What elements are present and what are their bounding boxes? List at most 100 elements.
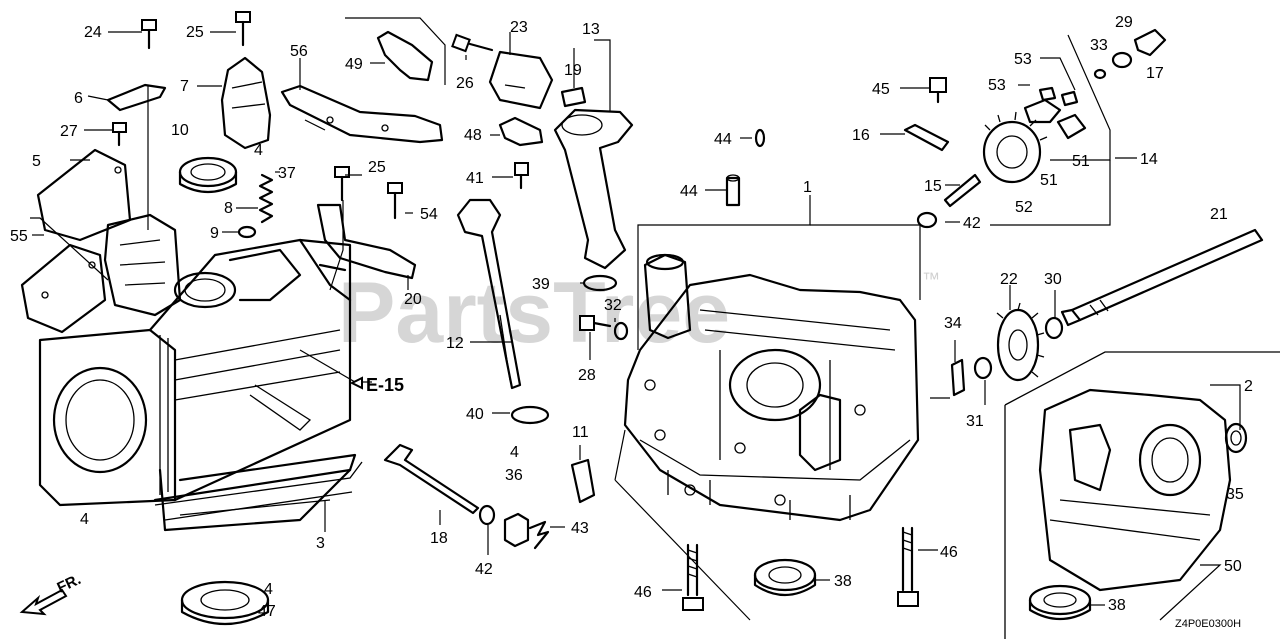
callout-34: 34: [944, 315, 962, 332]
washer-9[interactable]: [237, 225, 257, 239]
bushing-43[interactable]: [503, 512, 550, 550]
pin-19[interactable]: [560, 86, 587, 108]
bracket-23[interactable]: [488, 50, 554, 110]
breather-assembly[interactable]: [103, 213, 182, 317]
callout-4-c: 4: [80, 511, 89, 528]
shaft-16[interactable]: [903, 123, 950, 152]
bolt-28[interactable]: [579, 315, 612, 331]
callout-4-d: 4: [264, 581, 273, 598]
callout-31: 31: [966, 413, 984, 430]
callout-44-a: 44: [714, 131, 732, 148]
dowel-pin-44-lower[interactable]: [725, 174, 741, 207]
bolt-25-mid[interactable]: [334, 166, 350, 202]
camshaft-21[interactable]: [1060, 228, 1264, 327]
washer-31[interactable]: [973, 356, 993, 380]
callout-1: 1: [803, 179, 812, 196]
dipstick-12[interactable]: [456, 198, 522, 390]
washer-42-right[interactable]: [916, 211, 938, 229]
reference-label: E-15: [366, 375, 404, 395]
callout-28: 28: [578, 367, 596, 384]
governor-weight-51[interactable]: [1023, 98, 1087, 140]
callout-46-b: 46: [634, 584, 652, 601]
oil-filler-tube-13[interactable]: [553, 108, 634, 270]
callout-46-a: 46: [940, 544, 958, 561]
callout-50: 50: [1224, 558, 1242, 575]
callout-12: 12: [446, 335, 464, 352]
governor-shaft-15[interactable]: [943, 173, 982, 208]
callout-56: 56: [290, 43, 308, 60]
callout-2: 2: [1244, 378, 1253, 395]
callout-38-b: 38: [1108, 597, 1126, 614]
callout-5: 5: [32, 153, 41, 170]
bearing-47[interactable]: [180, 580, 270, 626]
callout-45: 45: [872, 81, 890, 98]
callout-25: 25: [186, 24, 204, 41]
washer-32[interactable]: [613, 321, 629, 341]
flange-bolt-46-left[interactable]: [682, 543, 704, 611]
callout-32: 32: [604, 297, 622, 314]
clip-11[interactable]: [570, 458, 596, 504]
washer-17[interactable]: [1111, 51, 1133, 69]
breather-cover-7[interactable]: [220, 56, 272, 150]
callout-51-a: 51: [1040, 172, 1058, 189]
bolt-45[interactable]: [929, 77, 947, 104]
gasket-3[interactable]: [154, 461, 363, 521]
oil-seal-35[interactable]: [1224, 422, 1248, 454]
callout-16: 16: [852, 127, 870, 144]
crankcase-inset-2[interactable]: [1004, 351, 1280, 639]
washer-42[interactable]: [478, 504, 496, 526]
o-ring-40[interactable]: [510, 405, 550, 425]
bolt-24[interactable]: [141, 19, 157, 50]
callout-29: 29: [1115, 14, 1133, 31]
callout-54: 54: [420, 206, 438, 223]
gasket-55[interactable]: [20, 243, 107, 334]
plate-5[interactable]: [36, 148, 132, 242]
callout-13: 13: [582, 21, 600, 38]
leader-lines: [30, 17, 1241, 621]
front-label: FR.: [55, 571, 84, 597]
crankcase-cover-1[interactable]: [623, 253, 920, 522]
washer-30[interactable]: [1044, 316, 1064, 340]
lever-56[interactable]: [280, 84, 444, 144]
callout-38-a: 38: [834, 573, 852, 590]
watermark: PartsTree: [338, 265, 730, 361]
callout-35: 35: [1226, 486, 1244, 503]
callout-25-b: 25: [368, 159, 386, 176]
bolt-54[interactable]: [387, 182, 403, 220]
washer-33[interactable]: [1093, 68, 1107, 80]
bolt-27[interactable]: [112, 122, 127, 147]
bolt-26[interactable]: [451, 33, 494, 53]
clip-48[interactable]: [498, 116, 544, 147]
governor-gear-52[interactable]: [982, 111, 1048, 184]
oil-seal-37[interactable]: [178, 156, 238, 194]
bearing-38-inset[interactable]: [1028, 584, 1092, 620]
rod-18[interactable]: [383, 443, 480, 515]
flange-bolt-46-right[interactable]: [897, 526, 919, 607]
callout-33: 33: [1090, 37, 1108, 54]
front-direction-arrow: FR.: [19, 571, 84, 616]
reference-e15[interactable]: E-15: [349, 375, 404, 395]
bracket-49[interactable]: [376, 30, 434, 82]
callout-37: 37: [278, 165, 296, 182]
pin-53[interactable]: [1038, 86, 1079, 107]
callout-17: 17: [1146, 65, 1164, 82]
bearing-38-center[interactable]: [753, 558, 817, 596]
callout-53-a: 53: [1014, 51, 1032, 68]
callout-19: 19: [564, 62, 582, 79]
callout-24: 24: [84, 24, 102, 41]
bolt-41[interactable]: [514, 162, 529, 190]
callout-40: 40: [466, 406, 484, 423]
cylinder-block[interactable]: [38, 238, 357, 532]
bracket-6[interactable]: [106, 83, 167, 112]
callout-41: 41: [466, 170, 484, 187]
dowel-pin-44-upper[interactable]: [754, 128, 766, 148]
cap-29[interactable]: [1133, 28, 1167, 57]
callout-9: 9: [210, 225, 219, 242]
callout-30: 30: [1044, 271, 1062, 288]
bolt-25-top[interactable]: [235, 11, 251, 47]
spring-8[interactable]: [258, 173, 274, 224]
clip-34[interactable]: [950, 358, 966, 397]
cam-gear-22[interactable]: [996, 302, 1045, 382]
callout-44-b: 44: [680, 183, 698, 200]
trademark: ™: [922, 269, 940, 289]
